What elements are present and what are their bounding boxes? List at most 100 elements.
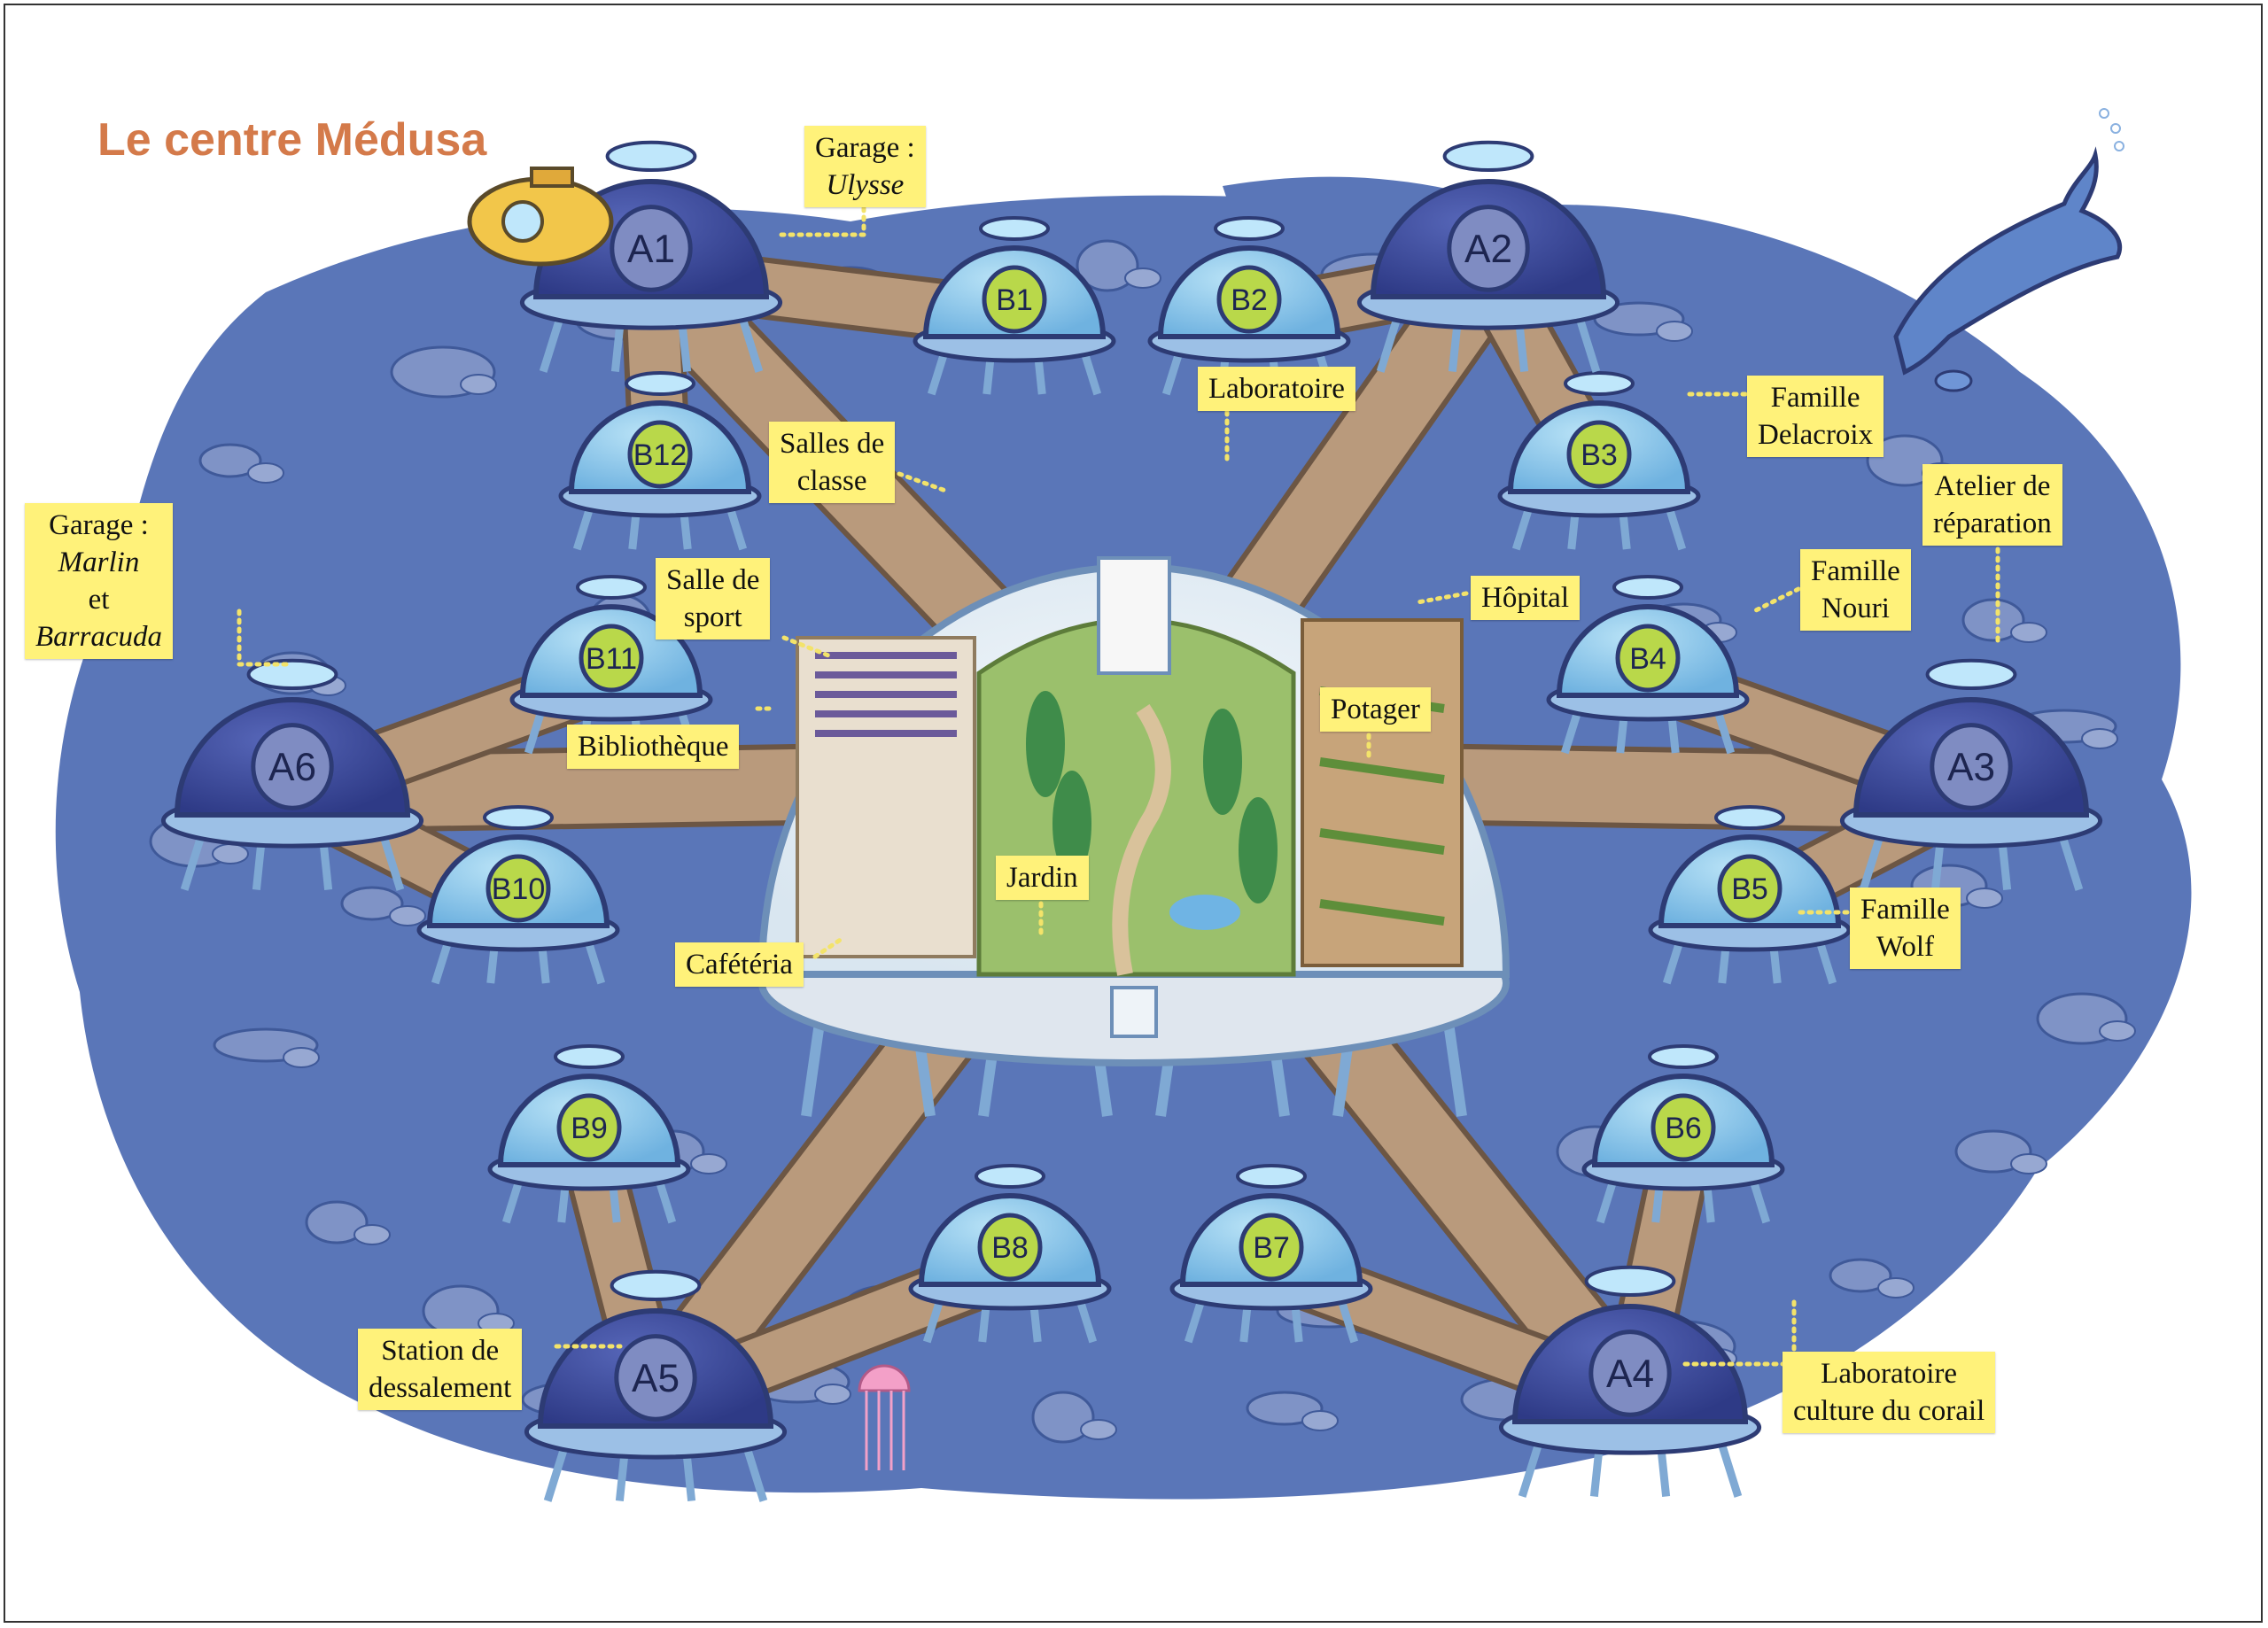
label-line-2: culture du corail <box>1793 1395 1985 1427</box>
habitat-a2: A2 <box>1356 140 1620 373</box>
habitat-b2: B2 <box>1147 216 1351 396</box>
habitat-window <box>610 1269 702 1302</box>
label-famille-delacroix: Famille Delacroix <box>1747 376 1884 457</box>
jellyfish <box>858 1364 911 1392</box>
bubble <box>2114 141 2124 151</box>
habitat-window <box>483 805 554 830</box>
habitat-label: A4 <box>1606 1353 1654 1396</box>
label-line-2: sport <box>683 601 742 633</box>
central-tower <box>1097 556 1171 675</box>
label-text: Jardin <box>1006 862 1078 894</box>
seabed-pebble <box>212 843 249 864</box>
label-line-2: réparation <box>1933 508 2052 539</box>
habitat-label: B1 <box>996 283 1033 317</box>
habitat-b10: B10 <box>416 805 620 985</box>
label-laboratoire: Laboratoire <box>1198 367 1355 411</box>
habitat-label: B9 <box>571 1112 608 1145</box>
label-station-de-dessalement: Station de dessalement <box>358 1329 523 1410</box>
habitat-label: B11 <box>586 642 637 676</box>
dome-door <box>1110 986 1158 1038</box>
label-line-1: Famille <box>1860 894 1950 926</box>
habitat-badge <box>1588 1330 1672 1417</box>
tree <box>1203 709 1242 815</box>
habitat-badge <box>977 1213 1043 1282</box>
habitat-window <box>576 575 647 600</box>
habitat-window <box>979 216 1050 241</box>
label-line-1: Famille <box>1770 382 1860 414</box>
habitat-badge <box>1447 205 1530 292</box>
fish <box>1934 369 1973 392</box>
seabed-pebble <box>1301 1410 1339 1431</box>
seabed-pebble <box>1124 267 1161 289</box>
habitat-b7: B7 <box>1169 1164 1373 1344</box>
habitat-window <box>1236 1164 1307 1189</box>
seabed-pebble <box>353 1224 391 1245</box>
label-text: Laboratoire <box>1208 373 1345 405</box>
label-famille-wolf: Famille Wolf <box>1850 888 1961 969</box>
label-line-3: et <box>88 584 110 616</box>
seabed-pebble <box>2010 1153 2047 1174</box>
habitat-badge <box>556 1093 622 1162</box>
label-line-2: Marlin <box>58 547 140 578</box>
habitat-window <box>1925 658 2017 691</box>
vegetable-row <box>1319 899 1445 926</box>
habitat-label: B6 <box>1665 1112 1702 1145</box>
habitat-label: A1 <box>627 228 675 271</box>
habitat-badge <box>627 420 693 489</box>
habitat-label: B7 <box>1253 1231 1290 1265</box>
leader-line <box>781 635 831 658</box>
seabed-rock <box>1076 239 1139 292</box>
habitat-window <box>975 1164 1045 1189</box>
habitat-b12: B12 <box>558 371 762 551</box>
seabed-pebble <box>1080 1419 1117 1440</box>
habitat-label: A6 <box>268 746 316 789</box>
seabed-rock <box>1961 598 2025 642</box>
habitat-label: A3 <box>1947 746 1995 789</box>
leader-line <box>812 936 844 959</box>
habitat-label: A2 <box>1464 228 1512 271</box>
habitat-a4: A4 <box>1498 1265 1762 1498</box>
vegetable-row <box>1319 757 1445 784</box>
bubble <box>2099 108 2109 119</box>
habitat-a6: A6 <box>160 658 424 891</box>
seabed-pebble <box>1877 1277 1915 1299</box>
seabed-pebble <box>2099 1020 2136 1042</box>
pond <box>1169 895 1240 930</box>
habitat-a5: A5 <box>524 1269 788 1502</box>
label-line-1: Garage : <box>49 509 149 541</box>
habitat-badge <box>1566 420 1632 489</box>
label-atelier-de-reparation: Atelier de réparation <box>1922 464 2062 546</box>
habitat-window <box>1442 140 1534 172</box>
label-line-1: Famille <box>1811 555 1900 587</box>
habitat-badge <box>1216 265 1282 334</box>
seabed-pebble <box>247 462 284 484</box>
habitat-badge <box>1717 854 1783 923</box>
decorations <box>467 108 2124 1470</box>
label-line-3-italic: Barracuda <box>35 621 162 653</box>
habitat-label: B3 <box>1581 438 1618 472</box>
label-laboratoire-culture-du-corail: Laboratoire culture du corail <box>1783 1352 1996 1433</box>
label-jardin: Jardin <box>996 856 1089 900</box>
central-dome <box>757 556 1511 1117</box>
bubble <box>2110 123 2121 134</box>
seabed-pebble <box>2010 622 2047 643</box>
habitat-window <box>554 1044 625 1069</box>
seabed-rock <box>198 443 262 478</box>
habitat-label: B8 <box>991 1231 1029 1265</box>
habitat-badge <box>610 205 693 292</box>
habitat-b4: B4 <box>1546 575 1750 755</box>
label-text: Hôpital <box>1481 582 1569 614</box>
seabed-pebble <box>1966 888 2003 909</box>
label-text: Potager <box>1331 694 1420 725</box>
habitat-b8: B8 <box>908 1164 1112 1344</box>
habitat-b6: B6 <box>1581 1044 1785 1224</box>
habitat-label: B4 <box>1629 642 1666 676</box>
label-garage-ulysse: Garage : Ulysse <box>804 126 926 207</box>
habitat-badge <box>1615 624 1681 693</box>
habitat-window <box>1214 216 1285 241</box>
label-line-2: Delacroix <box>1758 419 1874 451</box>
vegetable-row <box>1319 828 1445 855</box>
leader-line <box>897 471 951 494</box>
seabed-rock <box>340 886 404 921</box>
